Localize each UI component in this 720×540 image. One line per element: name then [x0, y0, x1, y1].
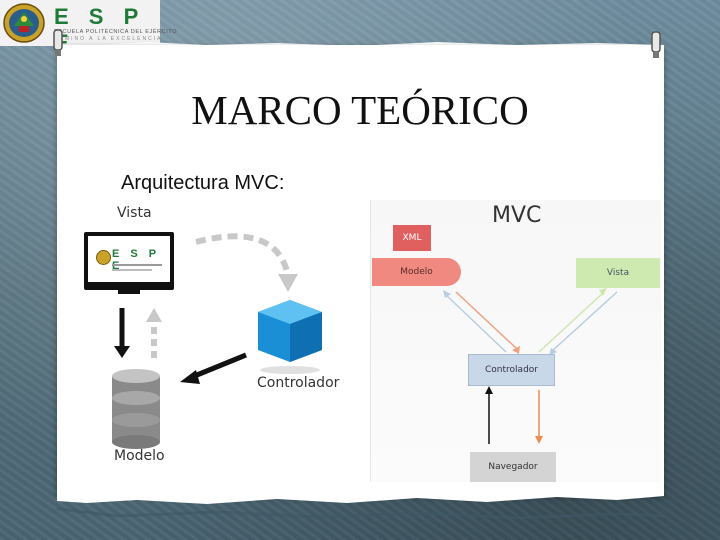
dashed-arrow-vista-controlador	[195, 233, 291, 276]
slide-title: MARCO TEÓRICO	[191, 87, 529, 133]
arrowhead-icon	[535, 436, 543, 444]
modelo-label: Modelo	[114, 448, 165, 464]
arrow-controlador-vista	[538, 291, 605, 353]
arrow-vista-controlador	[550, 291, 618, 353]
arrowhead-icon	[146, 308, 162, 322]
espe-logo-tagline: CAMINO A LA EXCELENCIA	[54, 36, 163, 42]
arrowhead-icon	[278, 274, 298, 292]
monitor-text-line	[112, 269, 152, 271]
controlador-cube-icon	[258, 300, 322, 374]
pin-icon	[53, 29, 63, 56]
monitor-text-line	[112, 264, 162, 266]
espe-logo-subtitle: ESCUELA POLITÉCNICA DEL EJÉRCITO	[54, 29, 178, 35]
arrow-controlador-modelo	[444, 293, 507, 353]
vista-label: Vista	[117, 205, 152, 221]
modelo-database-icon	[112, 369, 160, 449]
espe-header: E S P E ESCUELA POLITÉCNICA DEL EJÉRCITO…	[0, 0, 177, 55]
monitor-icon: E S P E	[84, 232, 174, 290]
arrowhead-icon	[443, 290, 451, 298]
slide-subtitle: Arquitectura MVC:	[121, 172, 285, 194]
espe-seal-icon	[96, 250, 111, 265]
monitor-screen: E S P E	[88, 236, 170, 282]
controlador-box: Controlador	[468, 354, 555, 386]
arrowhead-icon	[180, 370, 200, 384]
arrowhead-icon	[114, 346, 130, 358]
arrowhead-icon	[599, 288, 607, 296]
pin-icon	[651, 31, 661, 58]
right-diagram-arrows	[443, 288, 618, 444]
navegador-box: Navegador	[470, 452, 556, 482]
vista-box: Vista	[576, 258, 660, 288]
monitor-logo-text: E S P E	[112, 248, 160, 272]
xml-box: XML	[393, 225, 431, 251]
espe-seal-icon	[3, 3, 45, 43]
arrowhead-icon	[512, 346, 520, 354]
left-diagram-arrows	[112, 233, 322, 449]
paper-torn-bottom-edge	[57, 486, 664, 520]
arrowhead-icon	[485, 386, 493, 394]
controlador-label: Controlador	[257, 375, 340, 391]
mvc-title: MVC	[492, 203, 542, 228]
solid-arrow-controlador-modelo	[191, 352, 247, 380]
arrow-modelo-controlador	[455, 291, 517, 349]
monitor-stand	[118, 290, 140, 294]
modelo-box: Modelo	[372, 258, 461, 286]
